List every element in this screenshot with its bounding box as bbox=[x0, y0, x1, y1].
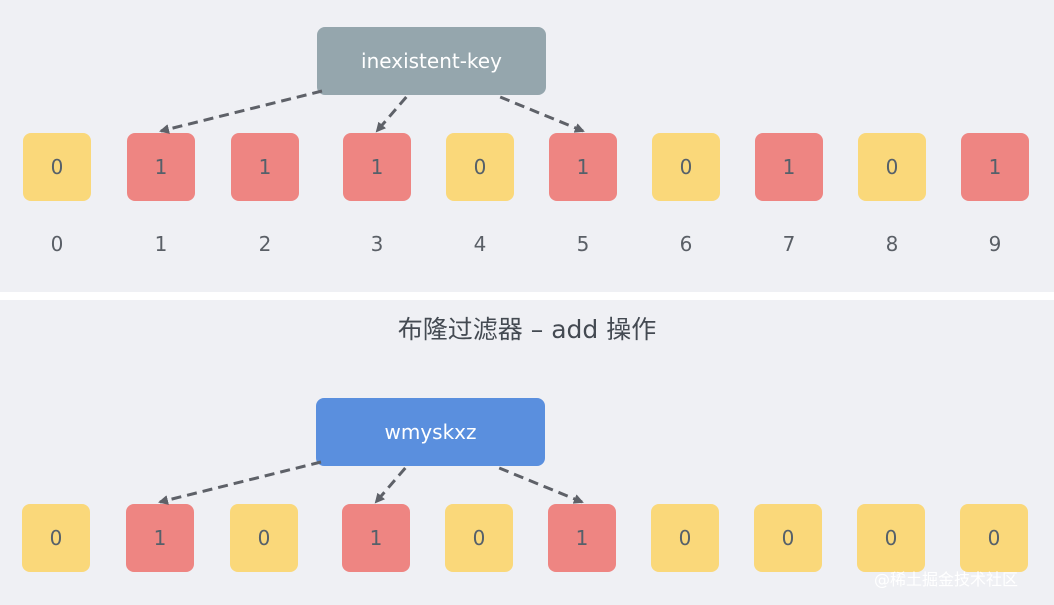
bottom-bit-8: 0 bbox=[857, 504, 925, 572]
bottom-bit-9: 0 bbox=[960, 504, 1028, 572]
top-bit-4: 0 bbox=[446, 133, 514, 201]
bottom-hash-arrow-3 bbox=[374, 467, 407, 504]
bit-index-2: 2 bbox=[258, 232, 272, 256]
top-bit-3: 1 bbox=[343, 133, 411, 201]
bit-index-9: 9 bbox=[988, 232, 1002, 256]
bottom-bit-0: 0 bbox=[22, 504, 90, 572]
bottom-bit-6: 0 bbox=[651, 504, 719, 572]
bit-index-5: 5 bbox=[576, 232, 590, 256]
bottom-bit-1: 1 bbox=[126, 504, 194, 572]
top-bit-7: 1 bbox=[755, 133, 823, 201]
bottom-hash-arrow-5 bbox=[498, 466, 584, 504]
bit-index-0: 0 bbox=[50, 232, 64, 256]
top-bit-1: 1 bbox=[127, 133, 195, 201]
bottom-bit-7: 0 bbox=[754, 504, 822, 572]
bottom-bit-4: 0 bbox=[445, 504, 513, 572]
query-key-box: inexistent-key bbox=[317, 27, 546, 95]
top-bit-5: 1 bbox=[549, 133, 617, 201]
top-hash-arrow-5 bbox=[499, 95, 585, 133]
top-bit-6: 0 bbox=[652, 133, 720, 201]
bit-index-7: 7 bbox=[782, 232, 796, 256]
query-key-label: inexistent-key bbox=[361, 49, 502, 73]
bit-index-6: 6 bbox=[679, 232, 693, 256]
added-key-label: wmyskxz bbox=[384, 420, 477, 444]
added-key-box: wmyskxz bbox=[316, 398, 545, 466]
bottom-bit-2: 0 bbox=[230, 504, 298, 572]
bottom-hash-arrow-1 bbox=[158, 460, 322, 505]
watermark: @稀土掘金技术社区 bbox=[874, 570, 1019, 589]
top-bit-9: 1 bbox=[961, 133, 1029, 201]
top-hash-arrow-1 bbox=[159, 89, 323, 134]
top-bit-2: 1 bbox=[231, 133, 299, 201]
top-bit-0: 0 bbox=[23, 133, 91, 201]
bit-index-1: 1 bbox=[154, 232, 168, 256]
diagram-caption: 布隆过滤器 – add 操作 bbox=[397, 315, 657, 344]
top-bit-8: 0 bbox=[858, 133, 926, 201]
bottom-bit-5: 1 bbox=[548, 504, 616, 572]
top-hash-arrow-3 bbox=[375, 96, 408, 133]
bit-index-8: 8 bbox=[885, 232, 899, 256]
bit-index-3: 3 bbox=[370, 232, 384, 256]
bit-index-4: 4 bbox=[473, 232, 487, 256]
bottom-bit-3: 1 bbox=[342, 504, 410, 572]
